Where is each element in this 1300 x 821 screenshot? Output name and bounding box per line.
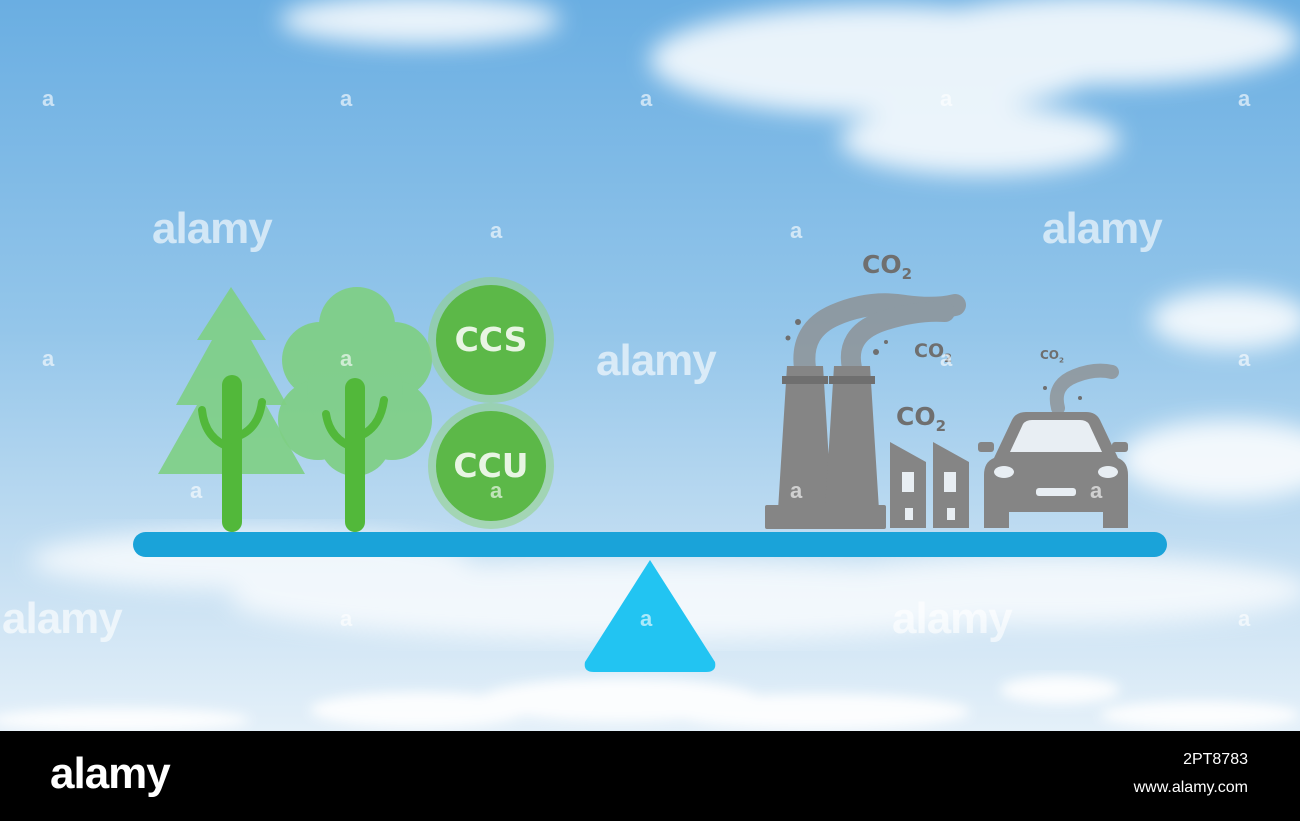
ccu-badge	[428, 403, 554, 529]
smoke-dots	[785, 319, 888, 355]
image-id: 2PT8783	[1183, 751, 1248, 768]
watermark-logo: alamy	[892, 594, 1013, 643]
car-icon	[978, 412, 1128, 528]
co2-label-top: CO2	[862, 250, 913, 283]
scene-illustration	[0, 0, 1300, 731]
watermark-logo: alamy	[152, 204, 273, 253]
ccs-label: CCS	[454, 320, 528, 359]
smoke-icon	[793, 293, 966, 379]
clouds	[0, 0, 1300, 731]
watermark-logo: alamy	[596, 336, 717, 385]
watermark-logo: alamy	[1042, 204, 1163, 253]
car-smoke-icon	[1049, 363, 1119, 415]
building-icon	[890, 442, 969, 528]
ccs-badge	[428, 277, 554, 403]
watermark-letter: a	[340, 346, 352, 371]
footer-logo: alamy	[50, 749, 171, 798]
pine-tree-icon	[158, 287, 305, 532]
ccu-label: CCU	[453, 446, 529, 485]
watermark-letter: a	[790, 218, 802, 243]
watermark-letter: a	[340, 86, 352, 111]
watermark-letter: a	[42, 86, 54, 111]
watermark-logo: alamy	[2, 594, 123, 643]
factory-icon	[765, 366, 886, 529]
co2-label-bottom: CO2	[896, 402, 947, 435]
watermark-letter: a	[1238, 606, 1250, 631]
fulcrum-triangle	[584, 560, 716, 672]
watermark-letter: a	[190, 478, 202, 503]
watermark-letter: a	[1238, 346, 1250, 371]
co2-label-middle: CO2	[914, 340, 953, 365]
watermark-letter: a	[640, 86, 652, 111]
footer-url: www.alamy.com	[1133, 779, 1248, 796]
watermark-letter: a	[640, 606, 652, 631]
watermark-letter: a	[790, 478, 802, 503]
balance-beam	[133, 532, 1167, 557]
car-smoke-dots	[1043, 386, 1082, 400]
footer-bar: alamy 2PT8783 www.alamy.com	[0, 731, 1300, 821]
watermark-letter: a	[940, 86, 952, 111]
watermark-letter: a	[1090, 478, 1102, 503]
watermark-letter: a	[490, 218, 502, 243]
co2-label-car: CO2	[1040, 348, 1065, 365]
watermark-letter: a	[340, 606, 352, 631]
watermark-letter: a	[1238, 86, 1250, 111]
watermark-letter: a	[490, 478, 502, 503]
round-tree-trunk	[322, 378, 388, 532]
watermark-letter: a	[940, 346, 952, 371]
watermark-letter: a	[42, 346, 54, 371]
